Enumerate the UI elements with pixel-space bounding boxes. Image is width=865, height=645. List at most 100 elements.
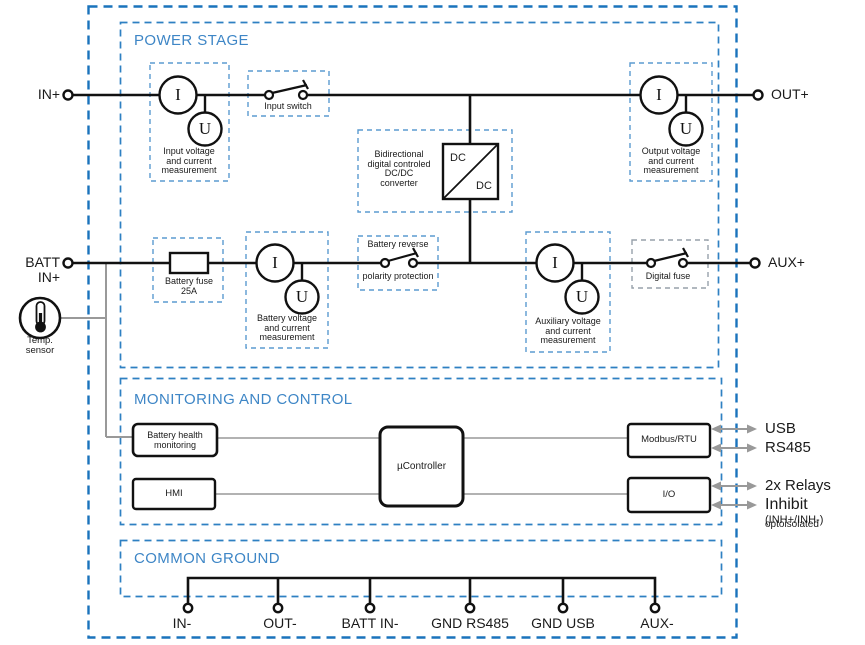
dc-top-label: DC (450, 152, 466, 164)
aux-plus-terminal (749, 257, 761, 269)
output-current-letter: I (656, 85, 662, 104)
in-plus-terminal (62, 89, 74, 101)
gnd-usb-label: GND USB (531, 615, 595, 631)
batt-in-minus-terminal (364, 602, 376, 614)
reverse-polarity-box (357, 235, 439, 291)
hmi-block (131, 477, 217, 511)
input-voltage-meter (187, 111, 223, 147)
out-plus-label: OUT+ (771, 86, 809, 102)
common-ground-title: COMMON GROUND (134, 550, 281, 567)
digital-fuse-switch-symbol (645, 247, 689, 269)
reverse-polarity-label-bottom: polarity protection (362, 271, 434, 281)
battery-health-label: Battery health monitoring (147, 429, 203, 450)
interface-arrows (711, 424, 757, 510)
measurement-symbols (158, 75, 704, 315)
output-voltage-meter (668, 111, 704, 147)
common-ground-frame (119, 539, 723, 598)
temp-sensor-label: Temp. sensor (25, 335, 55, 357)
aux-minus-terminal (649, 602, 661, 614)
battery-fuse-label: Battery fuse 25A (164, 276, 214, 296)
input-switch-box (247, 70, 330, 117)
input-switch-label: Input switch (264, 101, 312, 111)
input-current-letter: I (175, 85, 181, 104)
batt-in-minus-label: BATT IN- (341, 615, 399, 631)
inhibit-note: optoisolated (765, 518, 819, 530)
aux-measurement-box (525, 231, 611, 353)
batt-in-plus-terminal (62, 257, 74, 269)
output-voltage-letter: U (679, 119, 693, 138)
input-current-meter (158, 75, 198, 115)
out-plus-terminal (752, 89, 764, 101)
io-label: I/O (662, 488, 676, 500)
monitoring-blocks (131, 422, 712, 514)
power-stage-frame (119, 21, 720, 369)
battery-current-letter: I (272, 253, 278, 272)
rs485-arrow (711, 443, 757, 453)
battery-measurement-label: Battery voltage and current measurement (256, 313, 318, 343)
battery-health-block (131, 422, 219, 458)
input-voltage-letter: U (198, 119, 212, 138)
in-minus-terminal (182, 602, 194, 614)
thermometer-icon (35, 301, 46, 333)
output-measurement-box (629, 62, 713, 182)
control-links (215, 437, 628, 495)
aux-current-letter: I (552, 253, 558, 272)
terminal-dots (62, 89, 764, 614)
input-switch-symbol (263, 79, 309, 101)
output-measurement-label: Output voltage and current measurement (641, 146, 701, 176)
in-plus-label: IN+ (37, 86, 60, 102)
input-measurement-box (149, 62, 230, 182)
output-current-meter (639, 75, 679, 115)
converter-label: Bidirectional digital controled DC/DC co… (367, 149, 431, 189)
battery-measurement-box (245, 231, 329, 349)
aux-plus-label: AUX+ (768, 254, 805, 270)
gnd-usb-terminal (557, 602, 569, 614)
battery-fuse-symbol (168, 251, 210, 275)
relays-arrow (711, 481, 757, 491)
aux-voltage-meter (564, 279, 600, 315)
monitoring-title: MONITORING AND CONTROL (134, 391, 353, 408)
out-minus-label: OUT- (263, 615, 297, 631)
battery-fuse-box (152, 237, 224, 303)
reverse-polarity-label-top: Battery reverse (367, 239, 429, 249)
aux-voltage-letter: U (575, 287, 589, 306)
converter-box (357, 129, 513, 213)
io-block (626, 476, 712, 514)
modbus-label: Modbus/RTU (641, 434, 697, 446)
in-minus-label: IN- (172, 615, 192, 631)
mcu-label: µController (396, 460, 447, 472)
modbus-block (626, 422, 712, 459)
battery-voltage-letter: U (295, 287, 309, 306)
input-measurement-label: Input voltage and current measurement (161, 146, 217, 176)
aux-minus-label: AUX- (640, 615, 674, 631)
mcu-block (378, 425, 465, 508)
hmi-label: HMI (165, 487, 183, 499)
inhibit-pins-label: (INH+/INH-) (765, 514, 824, 526)
reverse-polarity-switch-symbol (379, 247, 419, 269)
inhibit-arrow (711, 500, 757, 510)
dc-bottom-label: DC (476, 180, 492, 192)
outer-frame (87, 5, 738, 639)
battery-voltage-meter (284, 279, 320, 315)
usb-label: USB (765, 420, 796, 437)
digital-fuse-label: Digital fuse (645, 271, 691, 281)
batt-in-plus-label: BATT IN+ (25, 254, 60, 286)
aux-current-meter (535, 243, 575, 283)
out-minus-terminal (272, 602, 284, 614)
gnd-rs485-terminal (464, 602, 476, 614)
ground-bus (186, 576, 657, 604)
relays-label: 2x Relays (765, 477, 831, 494)
inhibit-label: Inhibit optoisolated (765, 496, 865, 531)
power-stage-title: POWER STAGE (134, 32, 249, 49)
temp-sensor-symbol (18, 296, 62, 340)
usb-arrow (711, 424, 757, 434)
sense-lines (61, 263, 133, 438)
monitoring-frame (119, 377, 723, 526)
battery-current-meter (255, 243, 295, 283)
rs485-label: RS485 (765, 439, 811, 456)
inhibit-text: Inhibit (765, 496, 808, 513)
gnd-rs485-label: GND RS485 (431, 615, 509, 631)
aux-measurement-label: Auxiliary voltage and current measuremen… (535, 316, 601, 346)
